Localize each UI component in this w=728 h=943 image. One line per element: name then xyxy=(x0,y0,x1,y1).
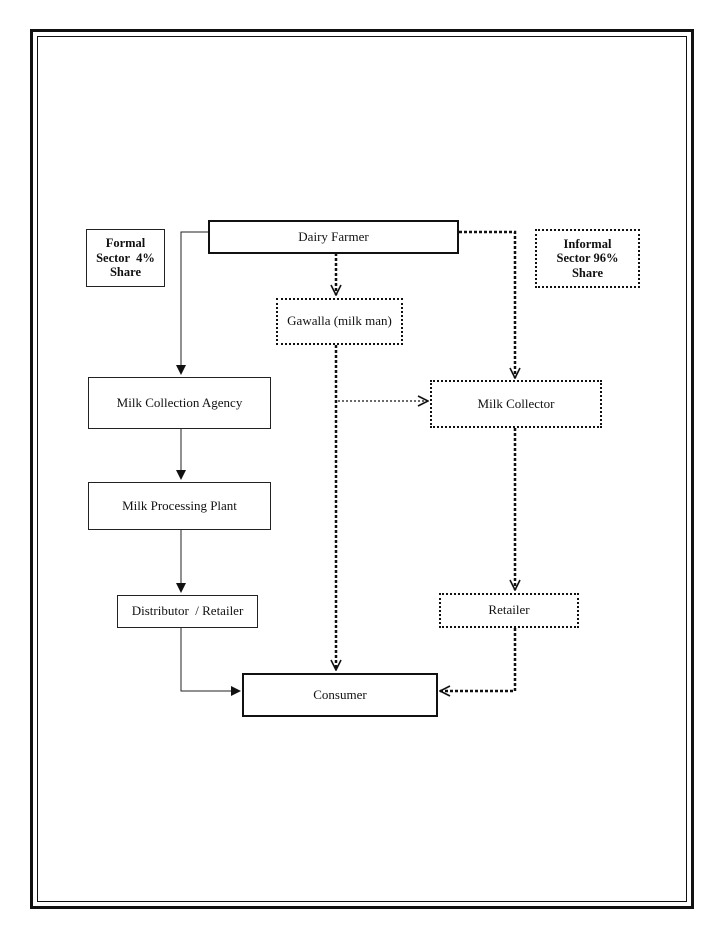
formal-line-1: Formal xyxy=(105,236,146,251)
page-border-outer xyxy=(30,29,694,909)
informal-line-2: Sector 96% xyxy=(556,251,619,266)
node-milk-collection-agency-label: Milk Collection Agency xyxy=(116,394,243,410)
page-border-inner xyxy=(37,36,687,902)
node-milk-processing-plant: Milk Processing Plant xyxy=(88,482,271,530)
informal-line-1: Informal xyxy=(563,236,612,251)
formal-line-2: Sector 4% xyxy=(96,250,155,265)
node-distributor-retailer: Distributor / Retailer xyxy=(117,595,258,628)
node-milk-collection-agency: Milk Collection Agency xyxy=(88,377,271,429)
node-gawalla-label: Gawalla (milk man) xyxy=(287,313,392,329)
legend-informal-sector: Informal Sector 96% Share xyxy=(535,229,640,288)
node-dairy-farmer: Dairy Farmer xyxy=(208,220,459,254)
informal-line-3: Share xyxy=(571,265,604,280)
node-consumer: Consumer xyxy=(242,673,438,717)
node-consumer-label: Consumer xyxy=(313,686,367,702)
formal-line-3: Share xyxy=(109,265,142,280)
node-gawalla: Gawalla (milk man) xyxy=(276,298,403,345)
node-milk-processing-plant-label: Milk Processing Plant xyxy=(122,497,237,513)
edge-distributor-to-consumer xyxy=(180,628,241,696)
node-retailer: Retailer xyxy=(439,593,579,628)
node-milk-collector: Milk Collector xyxy=(430,380,602,428)
node-distributor-retailer-label: Distributor / Retailer xyxy=(131,603,244,619)
legend-formal-sector: Formal Sector 4% Share xyxy=(86,229,165,287)
edge-retailer-to-consumer xyxy=(440,628,517,691)
node-milk-collector-label: Milk Collector xyxy=(477,395,555,411)
edge-farmer-to-collection-agency xyxy=(176,231,208,375)
node-dairy-farmer-label: Dairy Farmer xyxy=(298,228,369,244)
node-retailer-label: Retailer xyxy=(488,602,530,618)
edge-farmer-to-milk-collector xyxy=(459,230,515,378)
